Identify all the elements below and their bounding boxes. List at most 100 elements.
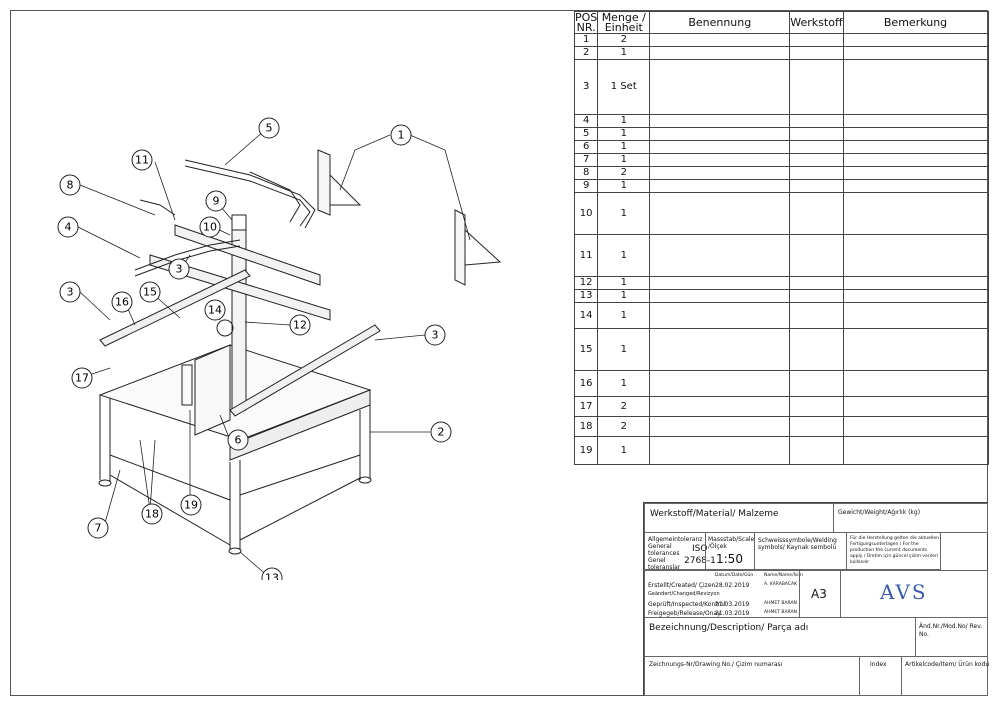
bom-remark	[842, 416, 989, 437]
balloon-8: 8	[59, 174, 81, 196]
svg-text:2: 2	[438, 426, 445, 439]
bom-remark	[842, 153, 989, 167]
svg-text:7: 7	[95, 522, 102, 535]
bom-remark	[842, 276, 989, 290]
bom-material	[789, 289, 844, 303]
drawing-no-label: Zeichnungs-Nr/Drawing No./ Çizim numaras…	[649, 661, 783, 668]
bom-pos: 12	[573, 276, 599, 290]
bom-qty: 1	[597, 114, 651, 128]
bom-qty: 2	[597, 416, 651, 437]
bom-pos: 18	[573, 416, 599, 437]
bom-remark	[842, 46, 989, 60]
bom-name	[649, 140, 791, 154]
bom-qty: 1	[597, 192, 651, 235]
svg-text:3: 3	[67, 286, 74, 299]
bom-material	[789, 396, 844, 417]
balloon-16: 16	[111, 291, 133, 313]
bom-name	[649, 276, 791, 290]
svg-text:15: 15	[143, 286, 157, 299]
svg-text:5: 5	[266, 122, 273, 135]
balloon-7: 7	[87, 517, 109, 539]
bom-qty: 1	[597, 276, 651, 290]
bom-pos: 14	[573, 302, 599, 329]
bom-remark	[842, 234, 989, 277]
bom-pos: 4	[573, 114, 599, 128]
bom-name	[649, 33, 791, 47]
created-label: Erstellt/Created/ Çizen	[648, 582, 716, 589]
index-label: Index	[870, 661, 887, 668]
bom-name	[649, 328, 791, 371]
bom-qty: 1	[597, 436, 651, 465]
bom-qty: 1	[597, 153, 651, 167]
balloon-13: 13	[261, 567, 283, 581]
bom-remark	[842, 436, 989, 465]
bom-material	[789, 436, 844, 465]
svg-text:1: 1	[398, 129, 405, 142]
balloon-18: 18	[141, 503, 163, 525]
col-remark: Bemerkung	[842, 11, 989, 34]
bom-name	[649, 396, 791, 417]
balloon-12: 12	[289, 314, 311, 336]
svg-text:13: 13	[265, 572, 279, 581]
svg-text:9: 9	[213, 195, 220, 208]
bom-material	[789, 140, 844, 154]
bom-material	[789, 302, 844, 329]
company-logo: AVS	[880, 580, 928, 604]
bom-pos: 6	[573, 140, 599, 154]
balloon-5: 5	[258, 117, 280, 139]
bom-remark	[842, 127, 989, 141]
bom-material	[789, 179, 844, 193]
balloon-4: 4	[57, 216, 79, 238]
bom-material	[789, 166, 844, 180]
created-name: A. KARABACAK	[764, 582, 798, 587]
bom-pos: 19	[573, 436, 599, 465]
bom-name	[649, 166, 791, 180]
name-header: Name/Name/İsim	[764, 573, 803, 578]
bom-remark	[842, 328, 989, 371]
bom-material	[789, 114, 844, 128]
released-label: Freigegeb/Release/Onay	[648, 610, 721, 617]
bom-material	[789, 46, 844, 60]
inspected-date: 21.03.2019	[715, 601, 750, 608]
bom-remark	[842, 33, 989, 47]
bom-name	[649, 289, 791, 303]
bom-name	[649, 153, 791, 167]
scale-value: 1:50	[716, 552, 743, 566]
released-date: 21.03.2019	[715, 610, 750, 617]
material-label: Werkstoff/Material/ Malzeme	[650, 509, 779, 519]
bom-remark	[842, 179, 989, 193]
balloon-3b: 3	[59, 281, 81, 303]
bom-remark	[842, 140, 989, 154]
bom-name	[649, 59, 791, 115]
bom-pos: 7	[573, 153, 599, 167]
description-label: Bezeichnung/Description/ Parça adı	[649, 623, 809, 633]
balloon-9: 9	[205, 190, 227, 212]
inspected-name: AHMET BARAN	[764, 601, 797, 606]
svg-text:14: 14	[208, 304, 222, 317]
balloon-2: 2	[430, 421, 452, 443]
bom-pos: 2	[573, 46, 599, 60]
bom-material	[789, 127, 844, 141]
bom-material	[789, 276, 844, 290]
production-note: Für die Herstellung gelten die aktuellen…	[850, 536, 940, 565]
svg-text:4: 4	[65, 221, 72, 234]
bom-name	[649, 370, 791, 397]
bom-pos: 16	[573, 370, 599, 397]
bom-pos: 11	[573, 234, 599, 277]
balloon-3c: 3	[424, 324, 446, 346]
bom-qty: 1	[597, 289, 651, 303]
bom-material	[789, 59, 844, 115]
bom-table: POS NR. Menge / Einheit Benennung Werkst…	[573, 11, 989, 465]
